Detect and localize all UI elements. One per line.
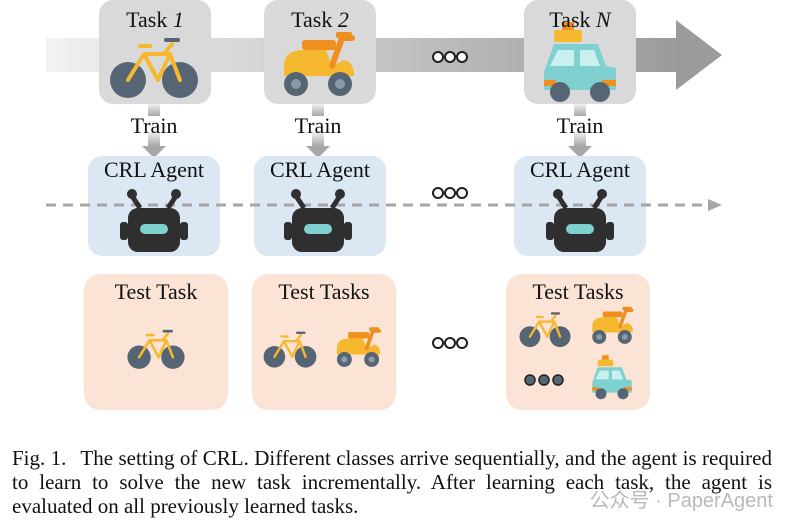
- test-2-label: Test Tasks: [278, 279, 370, 304]
- caption-lead: Fig. 1.: [12, 446, 67, 470]
- train-label-n: Train: [556, 113, 604, 138]
- agent-n-label: CRL Agent: [529, 157, 631, 182]
- ellipsis-icon: [524, 374, 564, 386]
- watermark: 公众号 · PaperAgent: [589, 490, 773, 512]
- ellipsis-icon: [432, 337, 468, 349]
- agent-2-label: CRL Agent: [269, 157, 371, 182]
- ellipsis-icon: [432, 187, 468, 199]
- crl-figure: Task 1 Task 2 Task N Train Train Train C…: [46, 0, 722, 410]
- task-n-title: Task N: [549, 7, 611, 32]
- task-2-title: Task 2: [291, 7, 349, 32]
- test-2-card: [252, 274, 396, 410]
- caption-text: The setting of CRL. Different classes ar…: [12, 446, 773, 518]
- task-1-title: Task 1: [126, 7, 184, 32]
- train-label-1: Train: [130, 113, 178, 138]
- test-1-card: [84, 274, 228, 410]
- test-n-label: Test Tasks: [532, 279, 624, 304]
- agent-1-label: CRL Agent: [103, 157, 205, 182]
- ellipsis-icon: [432, 51, 468, 63]
- knowledge-timeline-dashed: [46, 199, 722, 211]
- test-1-label: Test Task: [114, 279, 198, 304]
- figure-caption: Fig. 1.The setting of CRL. Different cla…: [12, 446, 772, 518]
- figure-graphic: [46, 0, 722, 410]
- train-label-2: Train: [294, 113, 342, 138]
